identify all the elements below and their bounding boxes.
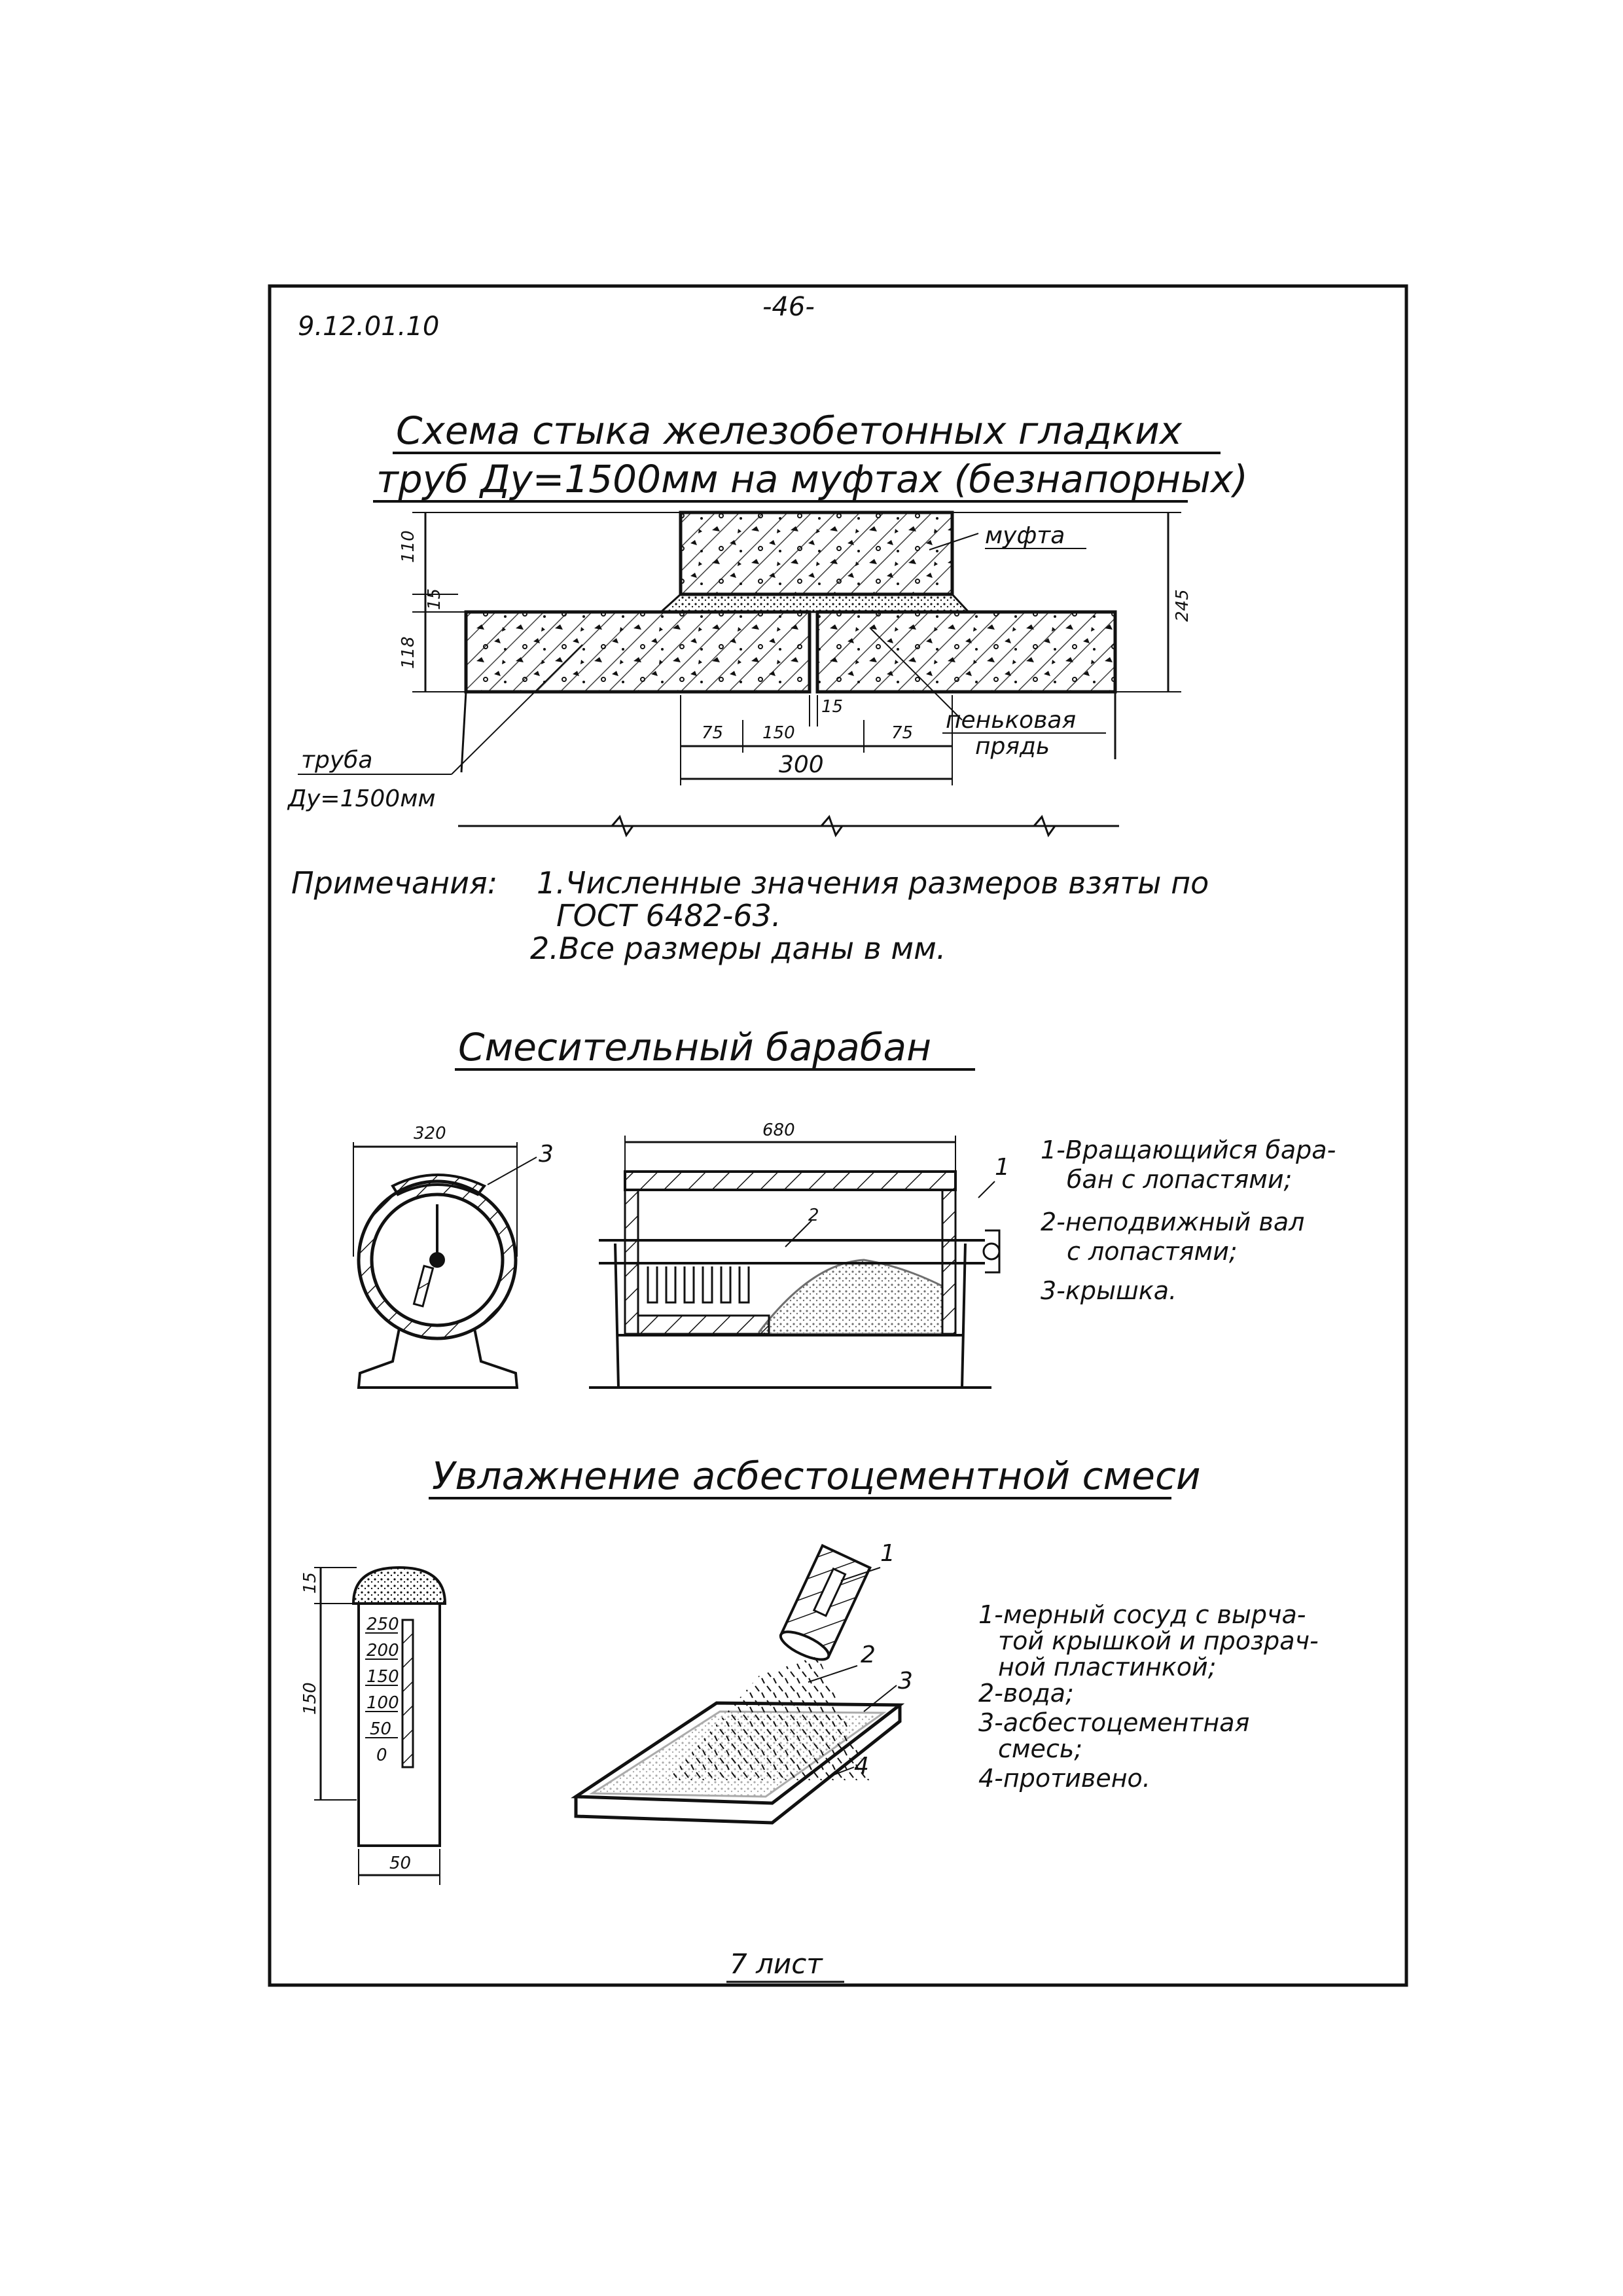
vessel-dim-15: 15 bbox=[300, 1572, 320, 1594]
dim-150: 150 bbox=[762, 723, 795, 743]
drum-stand bbox=[357, 1328, 519, 1389]
drum-frame bbox=[589, 1243, 991, 1389]
moistening-section: Увлажнение асбестоцементной смеси 250 20… bbox=[300, 1454, 1319, 1885]
drum-top bbox=[624, 1170, 957, 1191]
drum-dim-320: 320 bbox=[414, 1124, 446, 1143]
drum-mix bbox=[758, 1259, 944, 1335]
scale-mark: 200 bbox=[366, 1641, 399, 1660]
pouring-vessel bbox=[779, 1543, 872, 1661]
callout-coupling: муфта bbox=[985, 522, 1065, 549]
drum-lid bbox=[391, 1174, 487, 1196]
vessel-scale: 250 200 150 100 50 0 bbox=[365, 1615, 399, 1765]
callout-hemp: пеньковая bbox=[946, 707, 1076, 734]
drum-legend-2a: 2-неподвижный вал bbox=[1041, 1208, 1304, 1236]
callout-pipe: труба bbox=[301, 747, 372, 774]
moist-legend-2: 2-вода; bbox=[978, 1679, 1074, 1708]
vessel-glass bbox=[401, 1619, 414, 1768]
doc-code: 9.12.01.10 bbox=[298, 312, 439, 342]
moist-callout-2: 2 bbox=[861, 1641, 876, 1668]
dim-300: 300 bbox=[779, 751, 824, 778]
callout-pipe-dn: Ду=1500мм bbox=[287, 785, 436, 812]
moist-callout-3: 3 bbox=[898, 1668, 913, 1695]
callout-hemp-line2: прядь bbox=[975, 733, 1050, 760]
vessel-dim-50: 50 bbox=[389, 1854, 411, 1873]
asbestos-mix bbox=[589, 1710, 887, 1798]
sheet-number: 7 лист bbox=[730, 1948, 823, 1980]
drum-paddles bbox=[647, 1266, 750, 1304]
sealing-layer bbox=[658, 593, 971, 613]
dim-245: 245 bbox=[1173, 589, 1192, 622]
note1-line1: 1.Численные значения размеров взяты по bbox=[537, 865, 1209, 901]
tray-side bbox=[574, 1705, 902, 1825]
drum-title: Смесительный барабан bbox=[458, 1025, 931, 1069]
moist-legend-1b: той крышкой и прозрач- bbox=[998, 1626, 1319, 1655]
sheet-border bbox=[268, 284, 1408, 1987]
mixing-drum-section: Смесительный барабан 320 3 680 1 bbox=[353, 1025, 1336, 1389]
notes-label: Примечания: bbox=[291, 865, 497, 901]
joint-title-line1: Схема стыка железобетонных гладких bbox=[396, 408, 1183, 453]
dim-118: 118 bbox=[399, 636, 418, 669]
notes: Примечания: 1.Численные значения размеро… bbox=[291, 865, 1209, 966]
scale-mark: 0 bbox=[376, 1746, 387, 1765]
dim-15: 15 bbox=[425, 588, 444, 610]
dim-110: 110 bbox=[399, 530, 418, 563]
moist-legend-1c: ной пластинкой; bbox=[998, 1653, 1217, 1681]
page-number: -46- bbox=[762, 292, 815, 322]
dim-75b: 75 bbox=[891, 723, 913, 743]
moist-callout-1: 1 bbox=[880, 1540, 895, 1567]
drum-legend-2b: с лопастями; bbox=[1067, 1237, 1238, 1266]
drum-legend-3: 3-крышка. bbox=[1041, 1276, 1177, 1305]
moist-legend-3a: 3-асбестоцементная bbox=[978, 1708, 1249, 1737]
drum-front-callout-1: 1 bbox=[995, 1154, 1010, 1181]
vessel-cap bbox=[351, 1566, 447, 1605]
moist-callout-4: 4 bbox=[854, 1753, 869, 1780]
note1-line2: ГОСТ 6482-63. bbox=[556, 898, 781, 933]
moist-legend-3b: смесь; bbox=[998, 1734, 1082, 1763]
moist-legend-4: 4-противено. bbox=[978, 1764, 1150, 1793]
vessel-body bbox=[357, 1602, 441, 1847]
drum-dim-680: 680 bbox=[762, 1121, 795, 1140]
scale-mark: 250 bbox=[366, 1615, 399, 1634]
pipe-joint-section: Схема стыка железобетонных гладких труб … bbox=[287, 408, 1248, 838]
note2: 2.Все размеры даны в мм. bbox=[530, 931, 946, 966]
scale-mark: 150 bbox=[366, 1667, 399, 1687]
drum-side-callout-3: 3 bbox=[539, 1141, 554, 1168]
dim-15b: 15 bbox=[821, 697, 843, 717]
joint-title-line2: труб Ду=1500мм на муфтах (безнапорных) bbox=[376, 457, 1248, 501]
drum-legend-1a: 1-Вращающийся бара- bbox=[1041, 1136, 1336, 1164]
scale-mark: 50 bbox=[370, 1719, 391, 1739]
moist-title: Увлажнение асбестоцементной смеси bbox=[432, 1454, 1201, 1498]
drum-front-callout-2: 2 bbox=[808, 1206, 819, 1225]
drum-legend-1b: бан с лопастями; bbox=[1067, 1165, 1292, 1194]
scale-mark: 100 bbox=[366, 1693, 399, 1713]
dim-75a: 75 bbox=[702, 723, 723, 743]
vessel-dim-150: 150 bbox=[300, 1682, 320, 1715]
moist-legend-1a: 1-мерный сосуд с вырча- bbox=[978, 1600, 1306, 1629]
